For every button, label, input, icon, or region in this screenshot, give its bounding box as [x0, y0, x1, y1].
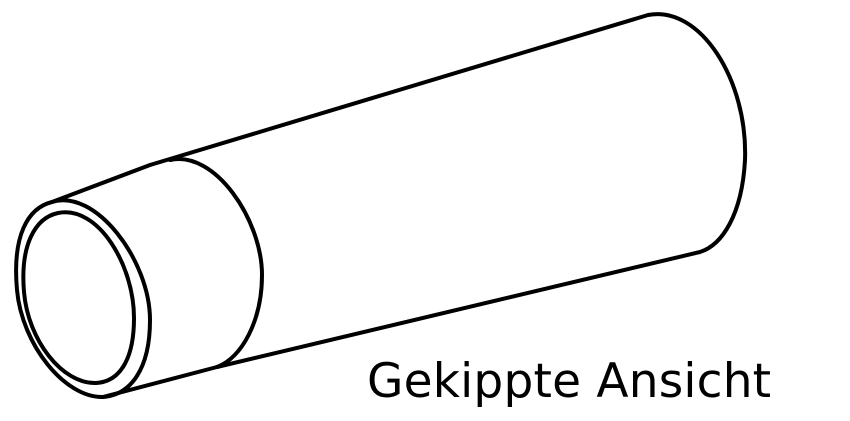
end-face-inner-circle	[21, 210, 136, 386]
end-face-outer-edge	[14, 198, 152, 400]
view-caption: Gekippte Ansicht	[367, 354, 772, 409]
shoulder-outline	[50, 163, 219, 399]
shoulder-step-edge	[168, 157, 264, 369]
cylinder-body-outline	[148, 12, 748, 369]
